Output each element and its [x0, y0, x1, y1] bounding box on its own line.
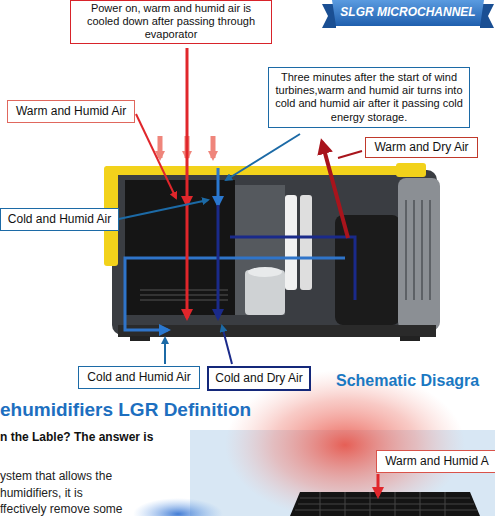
callout-text: Warm and Dry Air	[370, 140, 473, 155]
lower-panel	[133, 370, 495, 516]
body-text: humidifiers, it is	[0, 486, 83, 500]
air-flow-arrows	[211, 136, 216, 158]
callout-text: Three minutes after the start of wind tu…	[275, 71, 463, 124]
dehumidifier-body	[130, 336, 150, 341]
body-text: ystem that allows the	[0, 469, 112, 483]
dehumidifier-body	[106, 166, 406, 175]
callout-box: Cold and Humid Air	[78, 366, 200, 389]
callout-text: Power on, warm and humid air is cooled d…	[77, 2, 265, 42]
callout-box: Warm and Dry Air	[365, 137, 478, 158]
callout-box: Cold and Dry Air	[207, 366, 311, 391]
ribbon-shape	[322, 0, 494, 28]
air-flow-arrows	[217, 205, 220, 318]
leader-line	[226, 134, 300, 180]
air-flow-arrows	[230, 237, 355, 300]
air-flow-arrows	[158, 136, 163, 158]
air-flow-arrows	[217, 168, 220, 205]
dehumidifier-body	[398, 178, 440, 330]
leader-line	[338, 151, 362, 158]
dehumidifier-body	[400, 336, 420, 341]
dehumidifier-body	[112, 170, 437, 335]
dehumidifier-body	[235, 185, 285, 315]
ribbon-banner: SLGR MICROCHANNEL	[336, 1, 480, 24]
callout-box: Power on, warm and humid air is cooled d…	[70, 0, 272, 44]
callout-text: Warm and Humid Air	[12, 104, 130, 119]
lower-panel	[377, 474, 380, 496]
dehumidifier-body	[140, 290, 228, 300]
ribbon-shape	[332, 0, 484, 26]
dehumidifier-body	[396, 163, 426, 177]
dehumidifier-body	[406, 200, 430, 300]
lower-panel	[320, 492, 445, 516]
callout-box: Cold and Humid Air	[0, 208, 119, 231]
leader-line	[164, 338, 166, 364]
leader-line	[222, 326, 232, 364]
body-text: ffectively remove some	[0, 502, 123, 516]
callout-text: Cold and Humid Air	[83, 370, 195, 385]
lower-panel	[133, 498, 223, 516]
callout-box: Warm and Humid Air	[7, 100, 135, 123]
leader-line	[114, 200, 208, 220]
leader-line	[114, 114, 362, 364]
section-title: ehumidifiers LGR Definition	[0, 399, 251, 422]
air-flow-arrows	[186, 205, 189, 318]
lower-panel	[290, 492, 480, 516]
dehumidifier-body	[248, 267, 282, 277]
leader-line	[136, 114, 176, 198]
callout-text: Cold and Dry Air	[213, 371, 305, 386]
section-heading: Schematic Disagra	[336, 371, 479, 390]
dehumidifier-body	[104, 163, 440, 341]
callout-box: Warm and Humid A	[376, 450, 495, 473]
callout-text: Cold and Humid Air	[5, 212, 114, 227]
callout-text: SLGR MICROCHANNEL	[338, 5, 478, 20]
lower-panel	[295, 498, 477, 510]
air-flow-arrows	[186, 48, 189, 205]
callout-box: Three minutes after the start of wind tu…	[268, 67, 470, 128]
callout-text: Warm and Humid A	[382, 454, 492, 469]
body-text: n the Lable? The answer is	[0, 430, 153, 444]
air-flow-arrows	[125, 258, 345, 330]
dehumidifier-body	[300, 195, 312, 290]
dehumidifier-body	[285, 195, 297, 290]
